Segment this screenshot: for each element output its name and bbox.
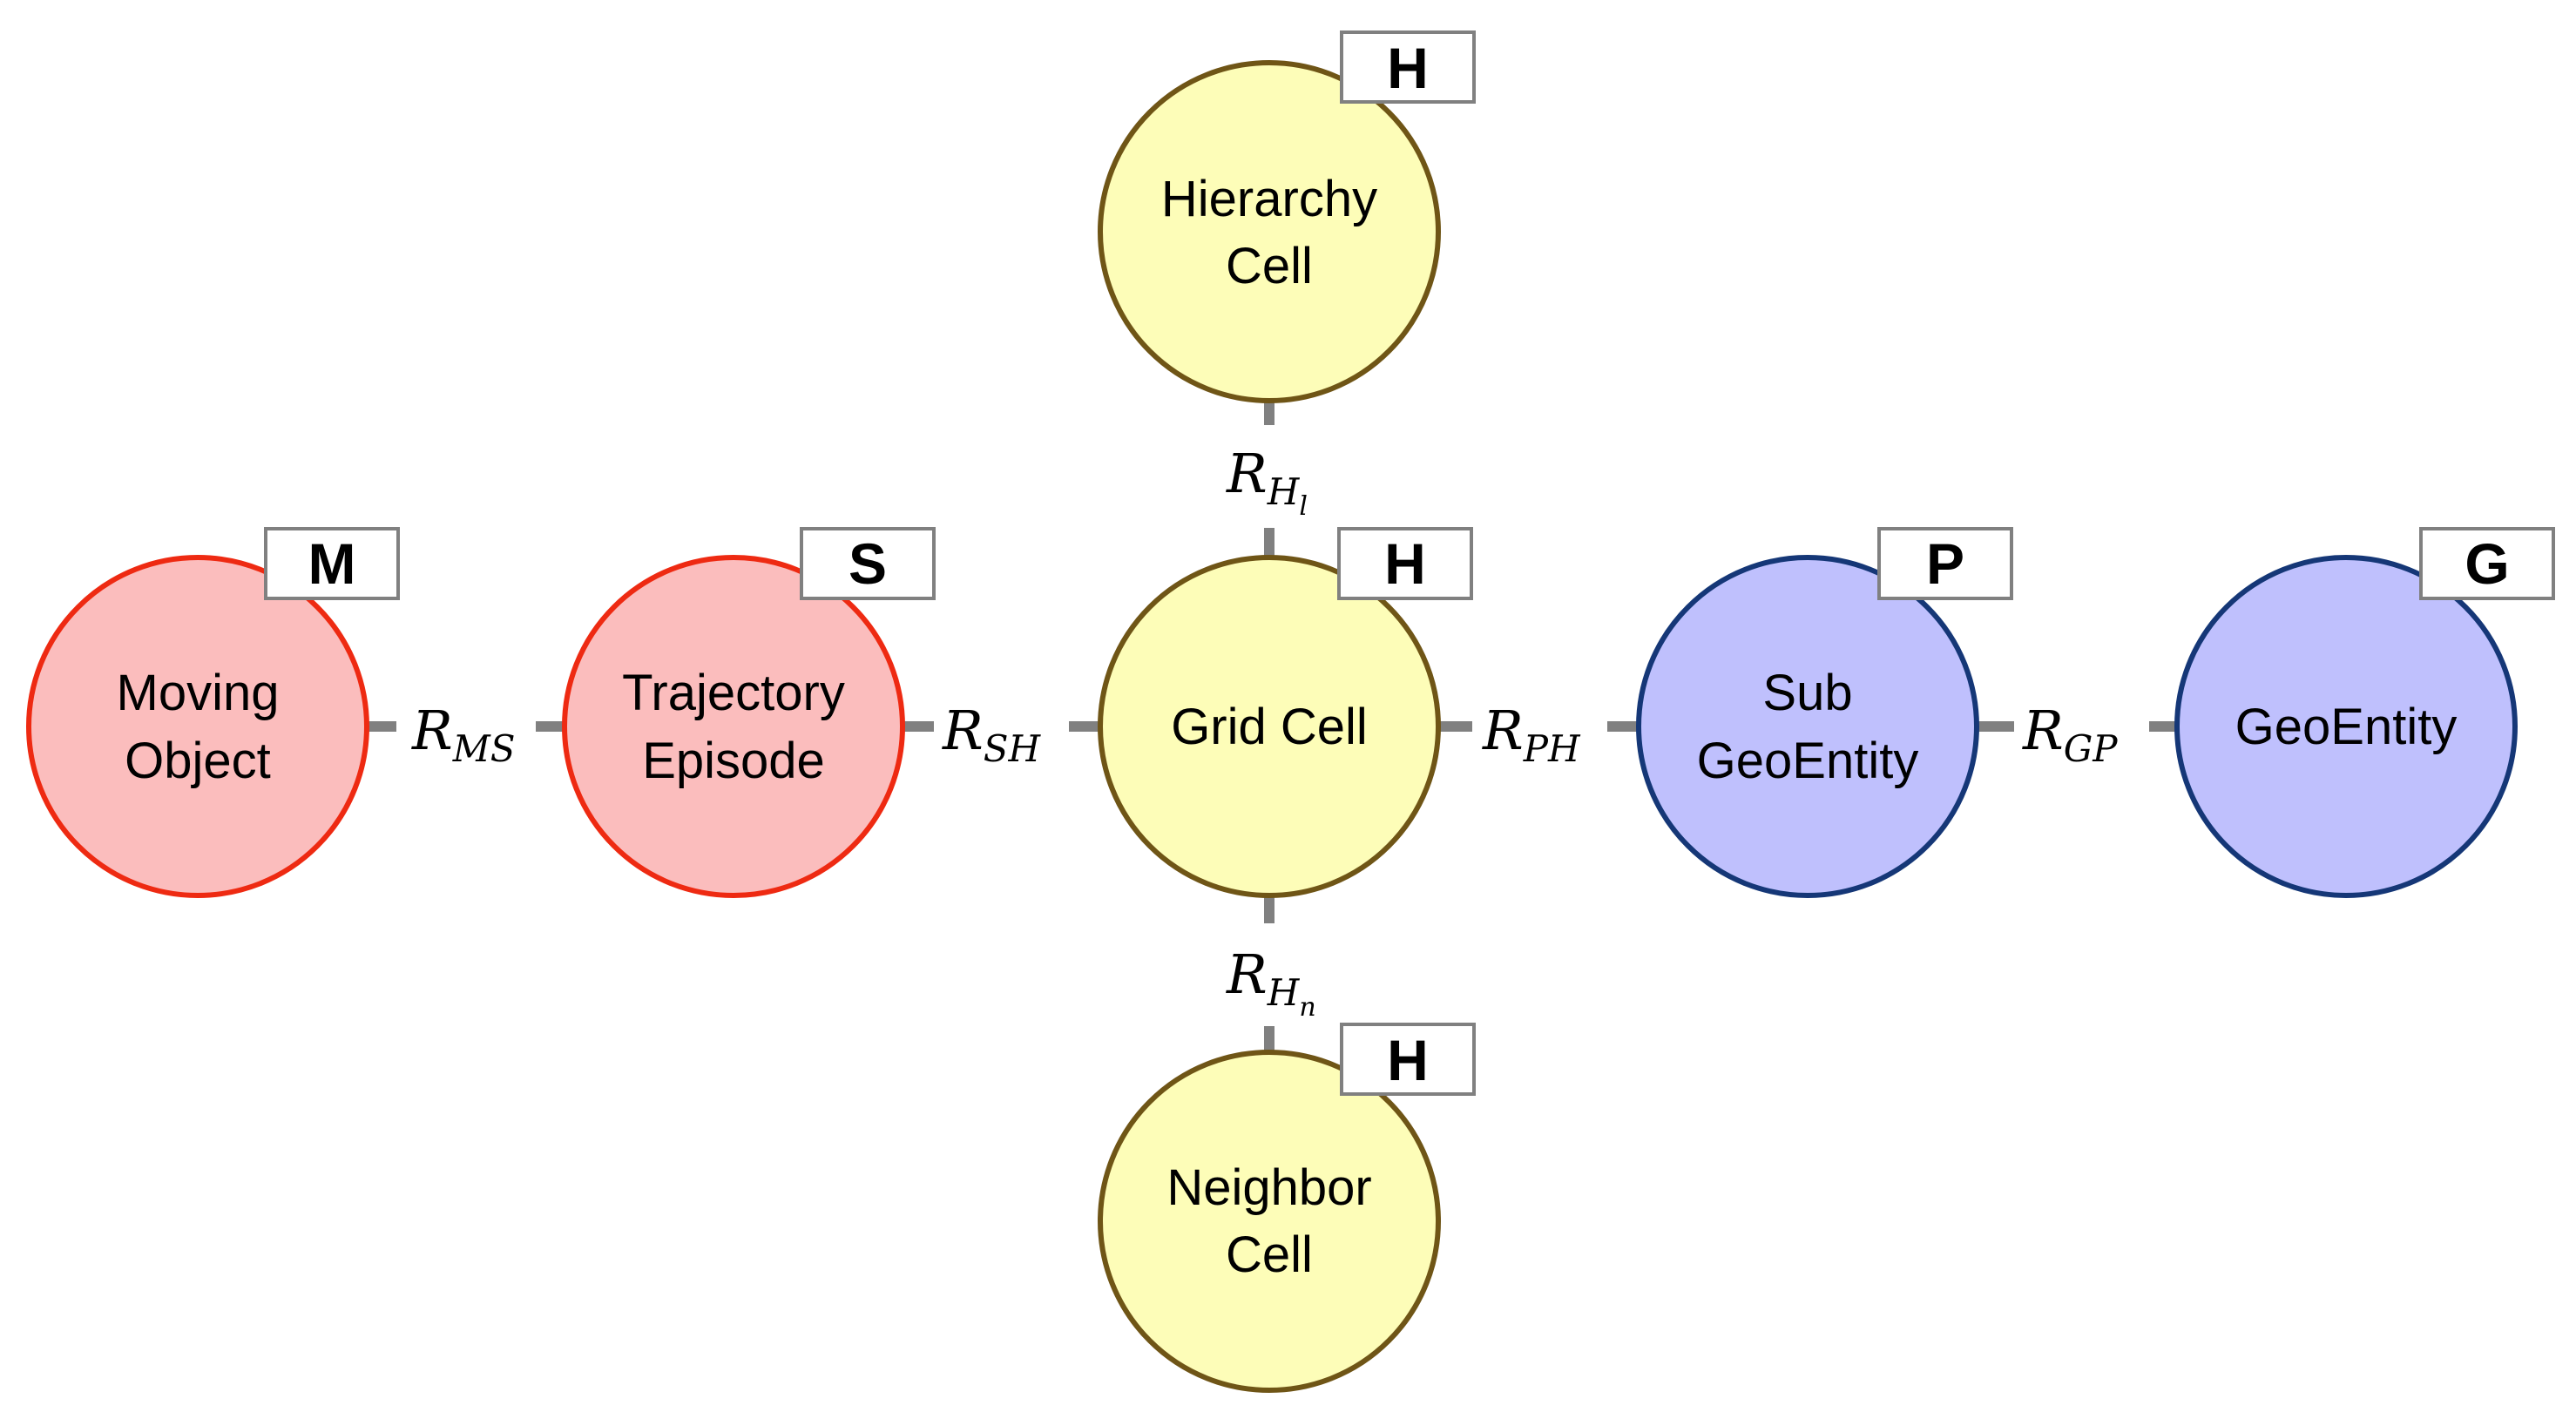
node-label: Moving [117, 665, 280, 721]
node-neighbor-cell: Neighbor Cell H [1098, 1023, 1476, 1393]
type-badge: M [264, 527, 400, 600]
node-hierarchy-cell: Hierarchy Cell H [1098, 30, 1476, 403]
relation-label-r-sh: RSH [942, 699, 1041, 770]
node-label: Grid Cell [1171, 699, 1368, 755]
node-label: Episode [642, 733, 825, 789]
svg-text:P: P [1926, 531, 1964, 596]
svg-text:H: H [1384, 531, 1426, 596]
type-badge: G [2419, 527, 2555, 600]
relation-label-r-hn: RHn [1226, 942, 1316, 1023]
node-moving-object: Moving Object M [26, 527, 400, 898]
node-geoentity: GeoEntity G [2174, 527, 2555, 898]
node-circle [562, 555, 905, 898]
relation-label-r-gp: RGP [2022, 699, 2118, 770]
node-circle [26, 555, 369, 898]
relation-label-r-hl: RHl [1226, 442, 1308, 522]
relation-label-r-ph: RPH [1482, 699, 1581, 770]
node-label: Neighbor [1166, 1159, 1371, 1216]
node-label: Cell [1226, 238, 1313, 294]
node-label: Trajectory [622, 665, 845, 721]
node-label: GeoEntity [2235, 699, 2458, 755]
node-circle [2174, 555, 2518, 898]
relation-label-backgrounds [396, 425, 2149, 1026]
node-label: GeoEntity [1697, 733, 1919, 789]
type-badge: H [1340, 1023, 1476, 1096]
node-label: Cell [1226, 1226, 1313, 1283]
node-circle [1098, 1050, 1441, 1393]
node-circle [1636, 555, 1979, 898]
relation-label-r-ms: RMS [411, 699, 515, 770]
node-label: Sub [1762, 665, 1852, 721]
svg-text:S: S [849, 531, 887, 596]
type-badge: H [1337, 527, 1473, 600]
node-label: Object [125, 733, 271, 789]
type-badge: S [800, 527, 936, 600]
type-badge: H [1340, 30, 1476, 104]
node-circle [1098, 60, 1441, 403]
type-badge: P [1877, 527, 2013, 600]
svg-text:H: H [1387, 36, 1429, 100]
node-circle [1098, 555, 1441, 898]
svg-text:H: H [1387, 1028, 1429, 1092]
node-sub-geoentity: Sub GeoEntity P [1636, 527, 2013, 898]
node-label: Hierarchy [1161, 171, 1377, 227]
node-trajectory-episode: Trajectory Episode S [562, 527, 936, 898]
svg-text:M: M [308, 531, 356, 596]
svg-text:G: G [2464, 531, 2509, 596]
node-grid-cell: Grid Cell H [1098, 527, 1473, 898]
